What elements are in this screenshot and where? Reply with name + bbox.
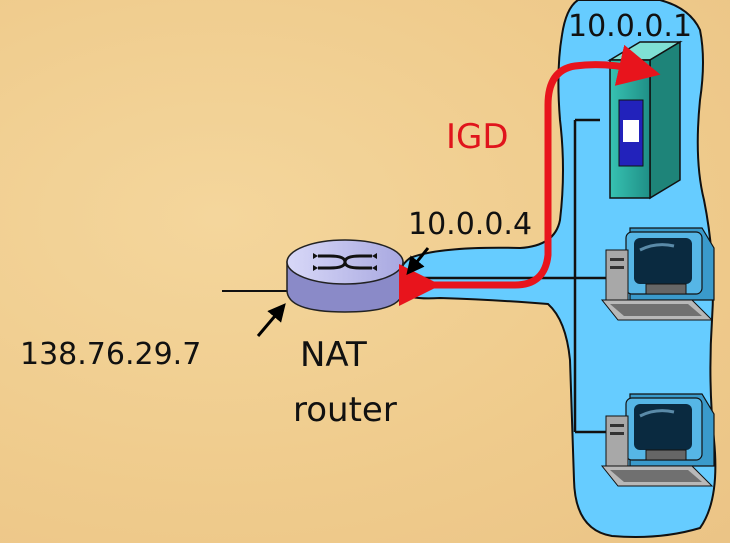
server-ip-label: 10.0.0.1 bbox=[568, 12, 692, 42]
router-inside-ip-label: 10.0.0.4 bbox=[408, 210, 532, 240]
nat-label: NAT bbox=[300, 338, 367, 372]
router-label: router bbox=[293, 393, 397, 427]
router-icon bbox=[287, 240, 403, 312]
router-outside-ip-label: 138.76.29.7 bbox=[20, 340, 201, 370]
pointer-arrow-outside-ip bbox=[258, 310, 280, 336]
igd-label: IGD bbox=[446, 120, 509, 154]
